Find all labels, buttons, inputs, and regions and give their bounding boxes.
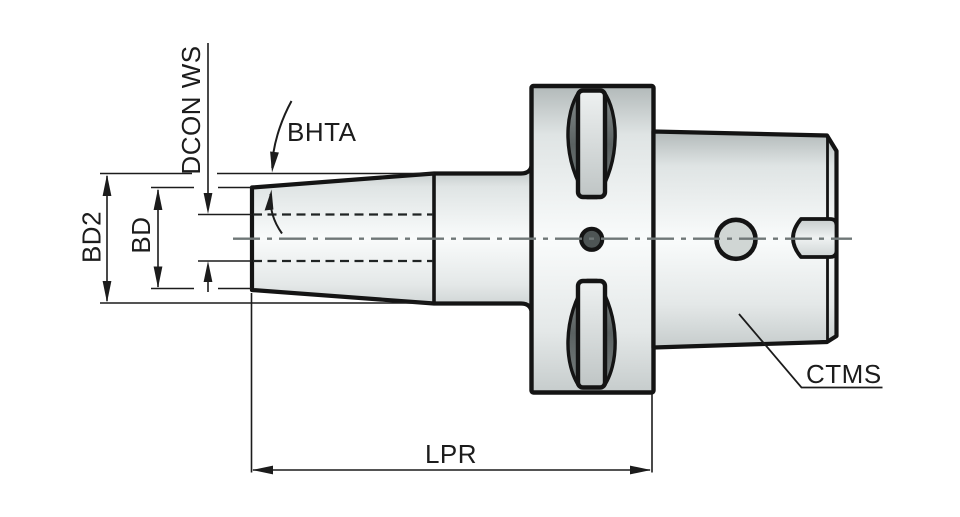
bd-arrow-down xyxy=(153,266,163,288)
bhta-label: BHTA xyxy=(287,117,357,147)
bhta-arrow-upper xyxy=(270,151,279,173)
bd-label: BD xyxy=(126,216,156,253)
dcon-ws-label: DCON WS xyxy=(176,45,206,174)
bhta-arrow-lower xyxy=(264,189,274,211)
lpr-label: LPR xyxy=(425,439,477,469)
lpr-arrow-left xyxy=(252,465,273,475)
bd2-arrow-up xyxy=(102,174,112,196)
rear-boss xyxy=(791,217,839,259)
dimension-arrowheads xyxy=(102,151,651,475)
lpr-arrow-right xyxy=(630,465,651,475)
bd2-arrow-down xyxy=(102,281,112,303)
ctms-leader xyxy=(738,313,883,389)
bd2-label: BD2 xyxy=(77,211,107,263)
dcon-arrow-down xyxy=(203,193,213,214)
dcon-arrow-up xyxy=(203,261,213,282)
drive-slot-bottom xyxy=(575,278,608,390)
ctms-label: CTMS xyxy=(806,359,882,389)
bd-arrow-up xyxy=(153,188,163,210)
drive-slot-top xyxy=(575,88,608,200)
